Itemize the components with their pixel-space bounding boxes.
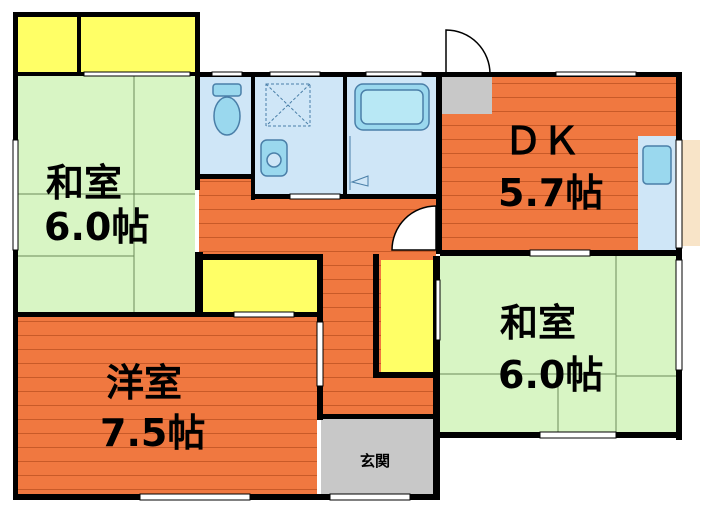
dk-entry-hatch	[440, 76, 492, 114]
door-arcs	[391, 29, 491, 251]
genkan-label: 玄関	[360, 452, 390, 470]
washitsu-left-name: 和室	[46, 161, 122, 205]
toilet-icon	[212, 83, 242, 136]
closet-right-middle	[381, 260, 433, 374]
closet-top-left-b	[81, 16, 195, 72]
dk-name: ＤＫ	[504, 119, 580, 163]
washitsu-left-size: 6.0帖	[44, 205, 149, 249]
dk-room	[440, 76, 676, 252]
youshitsu-size: 7.5帖	[100, 411, 205, 455]
closet-top-left-a	[17, 16, 77, 72]
washitsu-right-name: 和室	[500, 301, 576, 345]
wet-area	[199, 76, 436, 194]
genkan-area	[321, 418, 433, 496]
washitsu-right-size: 6.0帖	[498, 353, 603, 397]
closet-center	[203, 260, 317, 312]
balcony	[680, 140, 700, 246]
shower-icon	[265, 83, 311, 127]
washitsu-right-room	[440, 256, 676, 434]
youshitsu-room	[17, 316, 317, 496]
kitchen-sink-icon	[642, 145, 672, 185]
dk-size: 5.7帖	[498, 171, 603, 215]
bathtub-icon	[354, 83, 430, 131]
sink-icon	[260, 139, 288, 177]
washitsu-left-room	[17, 76, 195, 312]
windows	[12, 71, 683, 501]
youshitsu-name: 洋室	[106, 361, 182, 405]
